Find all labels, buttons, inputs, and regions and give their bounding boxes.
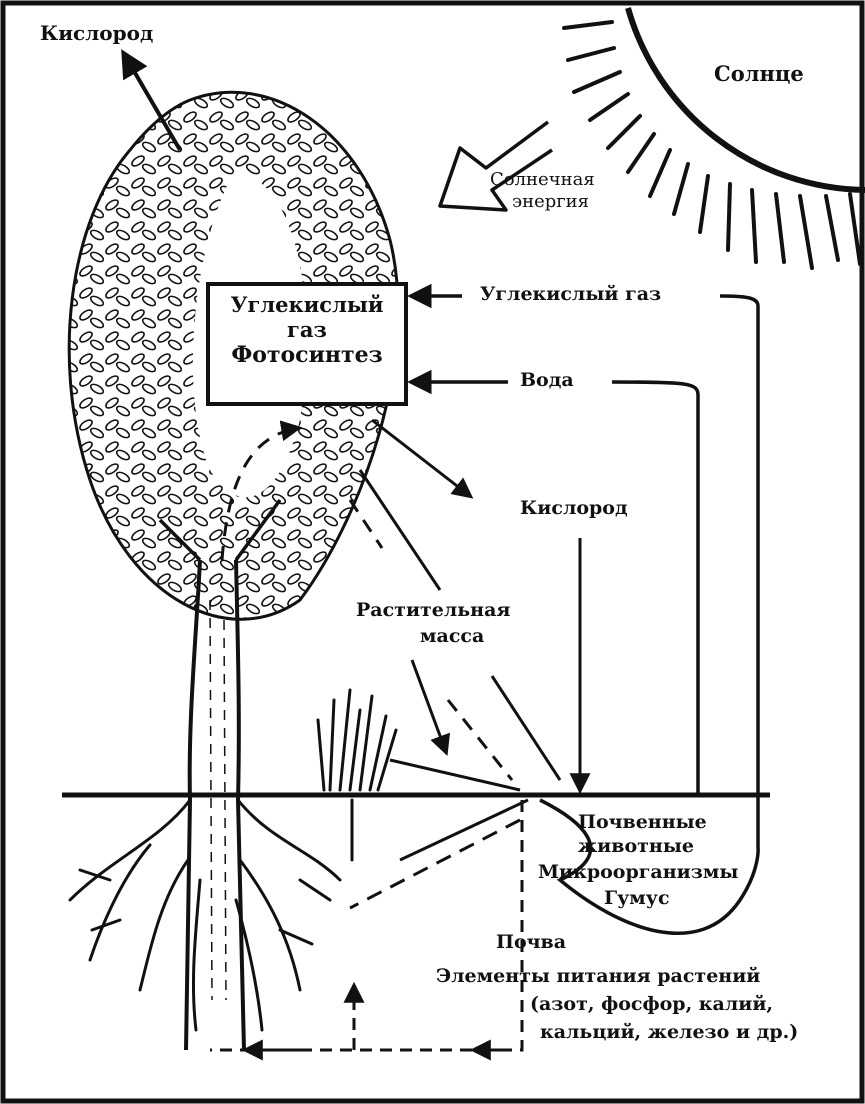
sun-label: Солнце: [714, 62, 804, 86]
grass-icon: [318, 690, 396, 860]
box-label-3: Фотосинтез: [210, 342, 404, 368]
nutrient-loop: [210, 800, 522, 1050]
soil-animals-label-2: животные: [578, 836, 694, 858]
water-label: Вода: [520, 370, 574, 392]
soil-animals-label-1: Почвенные: [578, 812, 707, 834]
nutrients-label-3: кальций, железо и др.): [540, 1022, 798, 1044]
nutrients-label-2: (азот, фосфор, калий,: [530, 994, 773, 1016]
crown-out-arrow: [372, 420, 470, 496]
soil-lines: [350, 800, 528, 908]
humus-label: Гумус: [604, 888, 670, 910]
oxygen-top-label: Кислород: [40, 22, 153, 45]
co2-label: Углекислый газ: [480, 284, 661, 306]
plant-mass-label-2: масса: [420, 626, 484, 648]
co2-flow-line: [720, 296, 758, 848]
nutrients-label-1: Элементы питания растений: [436, 966, 760, 988]
solar-energy-label-1: Солнечная: [490, 170, 595, 191]
solar-energy-label-2: энергия: [512, 192, 589, 213]
microorganisms-label: Микроорганизмы: [538, 862, 738, 884]
oxygen-mid-label: Кислород: [520, 498, 628, 520]
soil-label: Почва: [496, 932, 566, 954]
tree-icon: [69, 92, 398, 1050]
water-flow-line: [612, 382, 698, 795]
sun-icon: [564, 8, 865, 268]
plant-mass-label-1: Растительная: [356, 600, 510, 622]
box-label-1: Углекислый: [210, 292, 404, 317]
roots-icon: [70, 800, 340, 1030]
photosynthesis-box: Углекислый газ Фотосинтез: [206, 282, 408, 406]
box-label-2: газ: [210, 317, 404, 342]
